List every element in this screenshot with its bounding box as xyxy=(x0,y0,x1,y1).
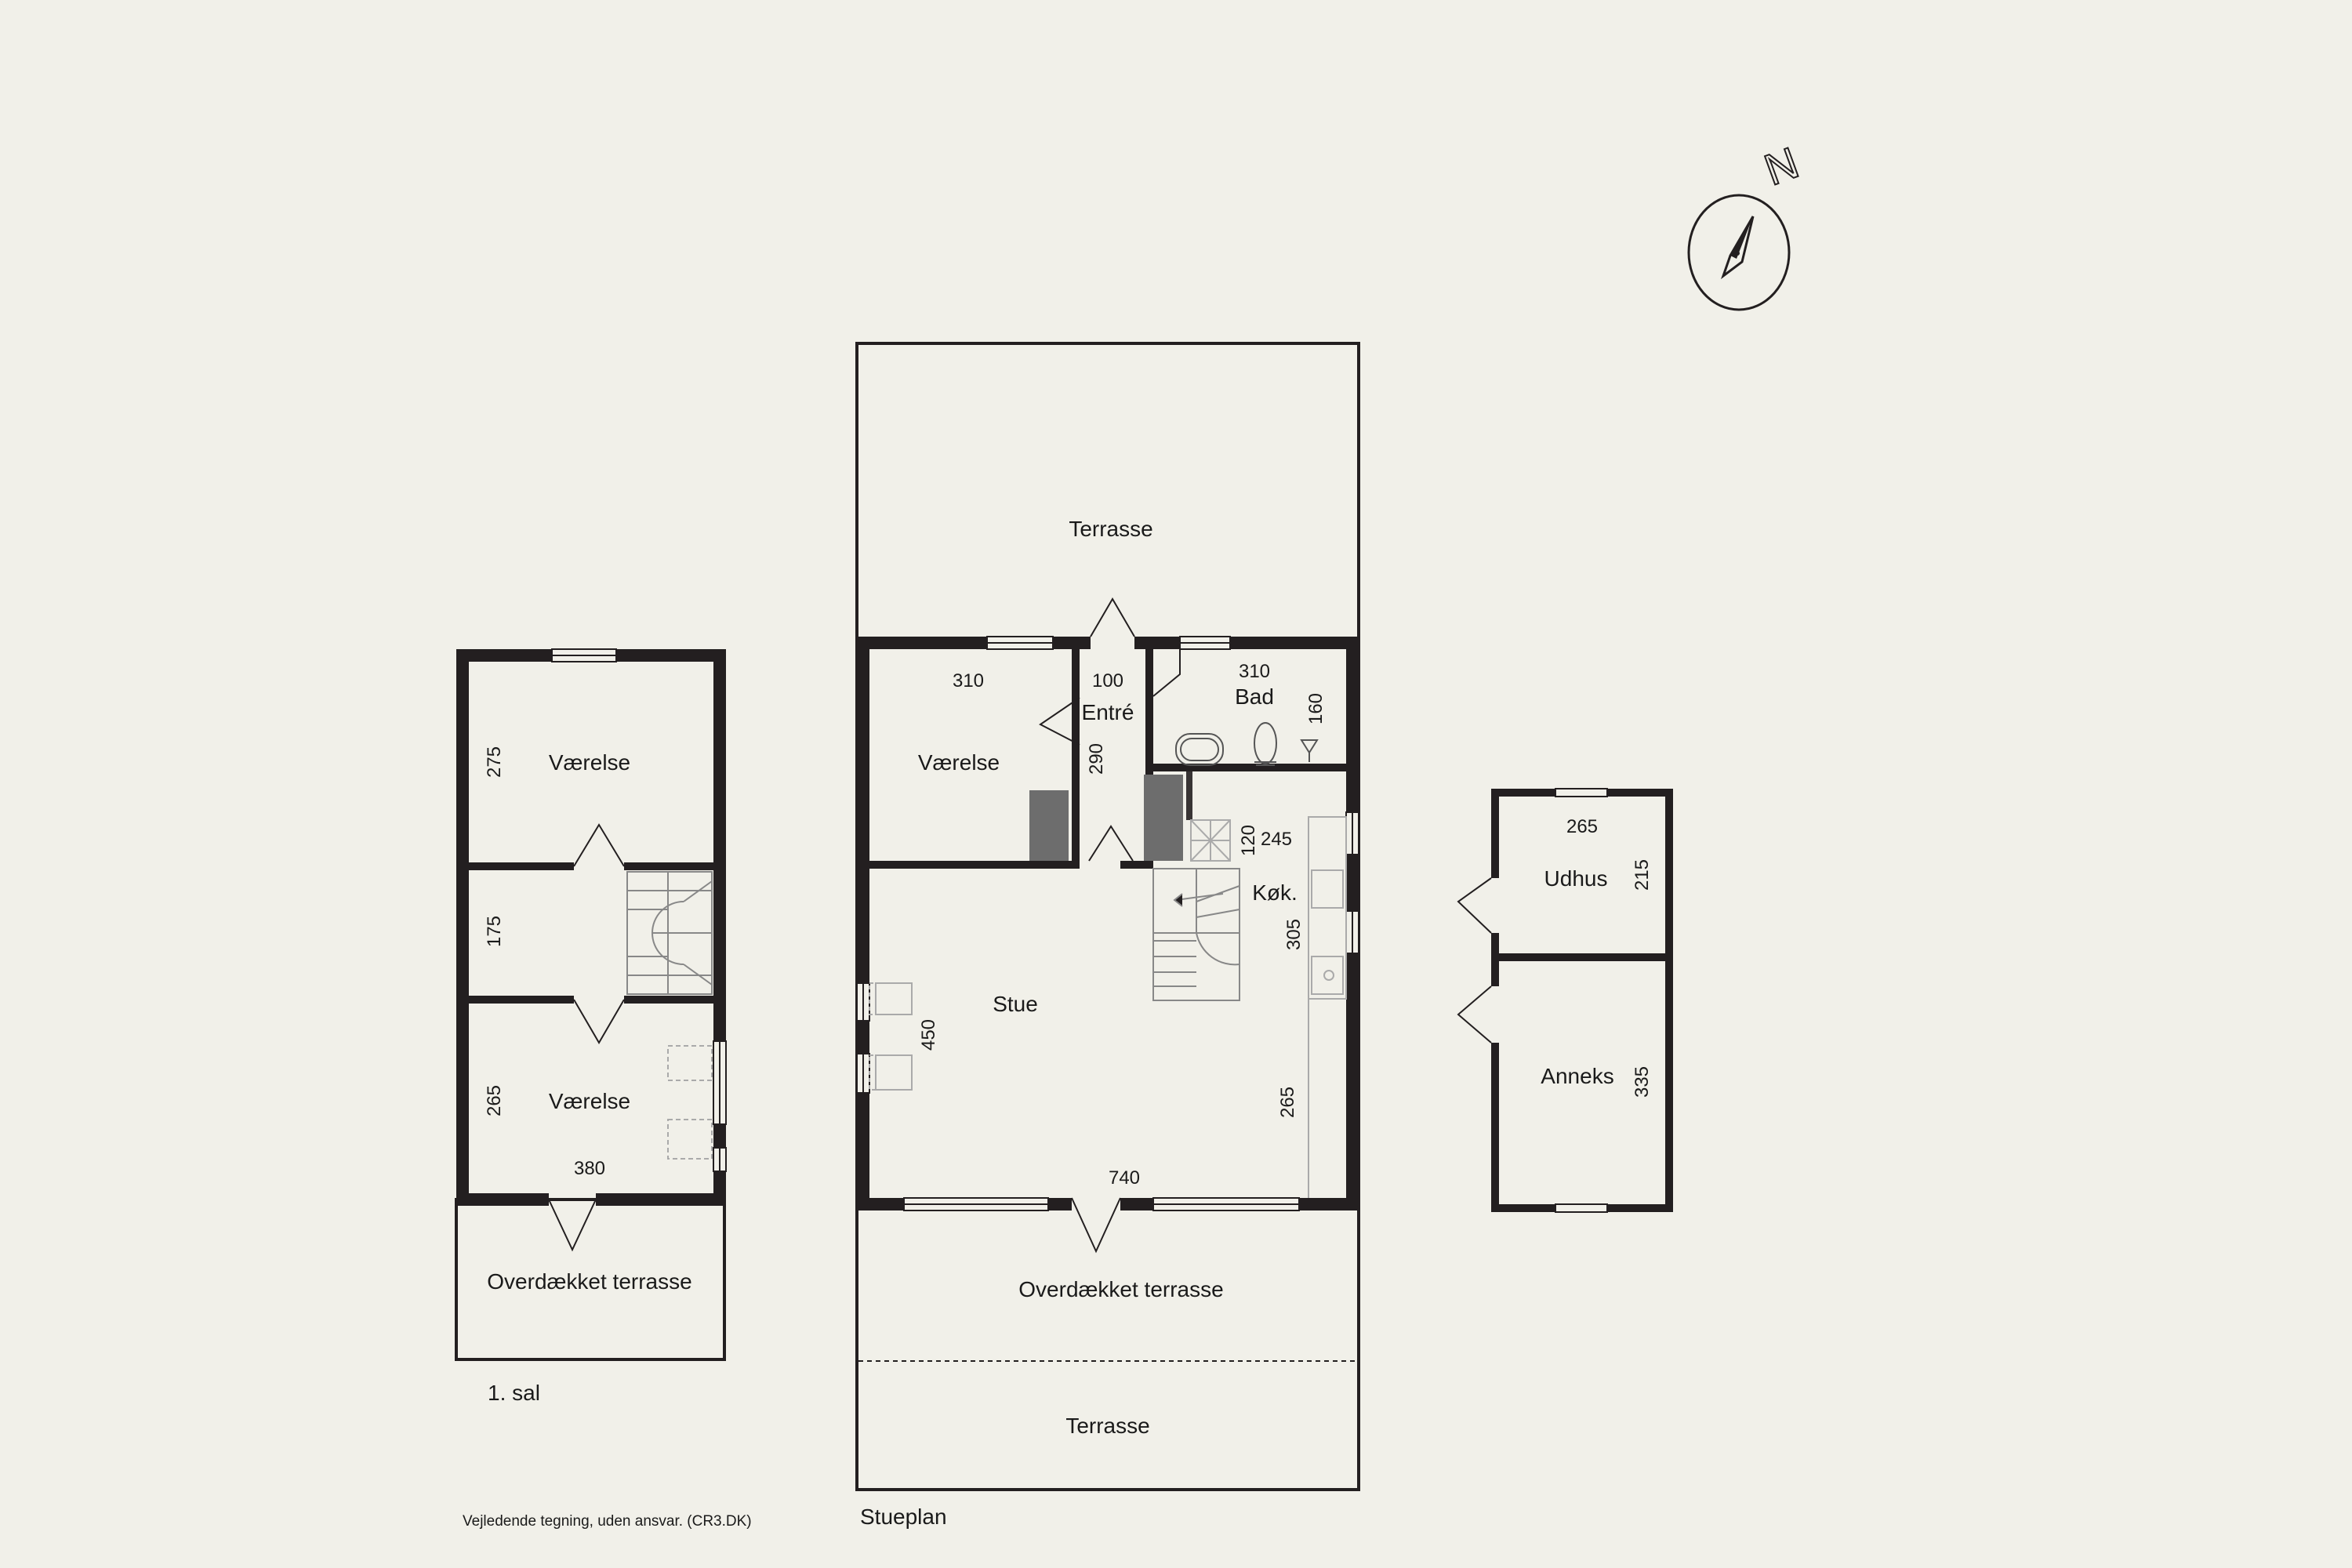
terrace-top-label: Terrasse xyxy=(1069,517,1152,541)
first-floor-terrace-outline xyxy=(455,1198,726,1361)
first-floor-plan: Værelse Værelse Overdækket terrasse 275 … xyxy=(455,648,727,1405)
bath-label: Bad xyxy=(1235,684,1274,709)
dim-310-room: 310 xyxy=(953,670,984,691)
dim-740: 740 xyxy=(1109,1167,1140,1189)
kitchen-label: Køk. xyxy=(1252,880,1298,905)
terrace-outline xyxy=(855,342,1360,1491)
dim-290: 290 xyxy=(1086,743,1107,775)
covered-terrace-label: Overdækket terrasse xyxy=(1018,1277,1223,1301)
annex-label: Anneks xyxy=(1541,1064,1613,1088)
shed-label: Udhus xyxy=(1544,866,1608,891)
compass-icon: N xyxy=(1687,136,1806,311)
ground-floor-caption: Stueplan xyxy=(860,1504,947,1529)
ground-room-label: Værelse xyxy=(918,750,1000,775)
first-floor-room-top: Værelse xyxy=(549,750,630,775)
first-floor-stair xyxy=(626,871,713,995)
entry-label: Entré xyxy=(1082,700,1134,724)
dim-265: 265 xyxy=(484,1085,505,1116)
dim-175: 175 xyxy=(484,916,505,947)
first-floor-covered-terrace: Overdækket terrasse xyxy=(487,1269,691,1294)
chimney-right xyxy=(1144,775,1183,861)
dim-265-shed: 265 xyxy=(1566,816,1598,837)
dim-305: 305 xyxy=(1283,919,1305,950)
first-floor-walls xyxy=(456,649,726,1206)
outbuilding-walls xyxy=(1491,789,1673,1212)
dim-265-living: 265 xyxy=(1277,1087,1298,1118)
dim-160: 160 xyxy=(1305,693,1327,724)
living-room-label: Stue xyxy=(993,992,1038,1016)
dim-245: 245 xyxy=(1261,829,1292,850)
outbuildings-plan: Udhus Anneks 265 215 335 xyxy=(1457,788,1673,1213)
dim-380: 380 xyxy=(574,1158,605,1179)
bath-fixtures xyxy=(1175,722,1319,766)
dim-310-bath: 310 xyxy=(1239,661,1270,682)
dim-275: 275 xyxy=(484,746,505,778)
ground-floor-plan: Terrasse Værelse Entré Bad Køk. Stue Ove… xyxy=(855,342,1360,1529)
dim-120: 120 xyxy=(1238,825,1259,856)
dim-215: 215 xyxy=(1632,859,1653,891)
north-label: N xyxy=(1758,137,1805,194)
terrace-bottom-label: Terrasse xyxy=(1065,1414,1149,1438)
first-floor-caption: 1. sal xyxy=(488,1381,540,1405)
ground-floor-stair xyxy=(1152,868,1240,1001)
first-floor-room-bottom: Værelse xyxy=(549,1089,630,1113)
kitchen-fixtures xyxy=(869,816,1347,1198)
dim-335: 335 xyxy=(1632,1066,1653,1098)
chimney-left xyxy=(1029,790,1069,861)
dim-450: 450 xyxy=(918,1019,939,1051)
dim-100: 100 xyxy=(1092,670,1123,691)
disclaimer: Vejledende tegning, uden ansvar. (CR3.DK… xyxy=(463,1513,752,1530)
